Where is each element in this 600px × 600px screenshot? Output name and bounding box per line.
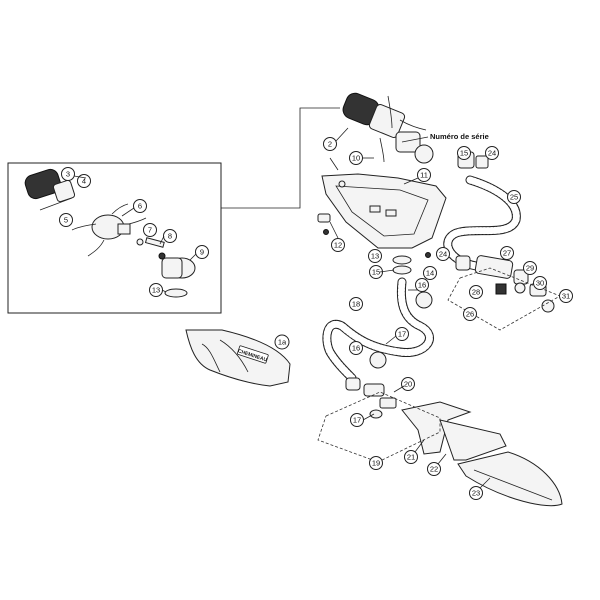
svg-text:15: 15 xyxy=(460,149,468,158)
svg-text:26: 26 xyxy=(466,310,474,319)
svg-text:6: 6 xyxy=(138,202,142,211)
svg-text:1a: 1a xyxy=(278,338,287,347)
svg-text:23: 23 xyxy=(472,489,480,498)
center-hose xyxy=(322,277,434,419)
svg-text:10: 10 xyxy=(352,154,360,163)
svg-text:30: 30 xyxy=(536,279,544,288)
svg-text:15: 15 xyxy=(372,268,380,277)
callout-12: 12 xyxy=(331,238,345,252)
svg-text:17: 17 xyxy=(398,330,406,339)
svg-text:14: 14 xyxy=(426,269,434,278)
callout-2: 2 xyxy=(323,137,337,151)
leader-lines xyxy=(73,127,491,489)
callout-17: 17 xyxy=(350,413,364,427)
svg-text:12: 12 xyxy=(334,241,342,250)
svg-text:29: 29 xyxy=(526,264,534,273)
callout-8: 8 xyxy=(163,229,177,243)
inset-detail-box xyxy=(7,107,340,314)
callout-22: 22 xyxy=(427,462,441,476)
svg-text:2: 2 xyxy=(328,140,332,149)
bottom-foot-assembly xyxy=(401,401,563,507)
right-hose-assembly xyxy=(443,151,555,313)
callout-18: 18 xyxy=(349,297,363,311)
svg-text:5: 5 xyxy=(64,216,68,225)
callout-4: 4 xyxy=(77,174,91,188)
callout-3: 3 xyxy=(61,167,75,181)
callout-13-inset: 13 xyxy=(149,283,163,297)
main-hose-cuff xyxy=(342,92,434,164)
svg-text:21: 21 xyxy=(407,453,415,462)
inset-hose-cuff xyxy=(24,168,76,211)
callout-9: 9 xyxy=(195,245,209,259)
svg-text:16: 16 xyxy=(352,344,360,353)
callout-5: 5 xyxy=(59,213,73,227)
svg-text:11: 11 xyxy=(420,171,428,180)
callout-13: 13 xyxy=(368,249,382,263)
callout-23: 23 xyxy=(469,486,483,500)
callout-29: 29 xyxy=(523,261,537,275)
inset-pin-parts xyxy=(136,237,166,260)
callout-6: 6 xyxy=(133,199,147,213)
callout-17-top: 17 xyxy=(395,327,409,341)
callout-21: 21 xyxy=(404,450,418,464)
svg-text:4: 4 xyxy=(82,177,86,186)
fin-part-1a: CHEMINEAU xyxy=(185,329,291,387)
bracket-19 xyxy=(317,391,441,463)
callout-7: 7 xyxy=(143,223,157,237)
callout-11: 11 xyxy=(417,168,431,182)
svg-text:24: 24 xyxy=(488,149,496,158)
svg-text:7: 7 xyxy=(148,226,152,235)
svg-text:28: 28 xyxy=(472,288,480,297)
svg-text:9: 9 xyxy=(200,248,204,257)
callout-19: 19 xyxy=(369,456,383,470)
svg-text:25: 25 xyxy=(510,193,518,202)
callout-30: 30 xyxy=(533,276,547,290)
callout-27: 27 xyxy=(500,246,514,260)
inset-elbow xyxy=(161,257,196,298)
callout-20: 20 xyxy=(401,377,415,391)
svg-text:13: 13 xyxy=(371,252,379,261)
callout-24-top: 24 xyxy=(485,146,499,160)
callout-26: 26 xyxy=(463,307,477,321)
screw-parts xyxy=(317,157,431,275)
callout-31: 31 xyxy=(559,289,573,303)
callout-25: 25 xyxy=(507,190,521,204)
svg-text:13: 13 xyxy=(152,286,160,295)
svg-text:19: 19 xyxy=(372,459,380,468)
main-body-chassis xyxy=(321,173,447,249)
svg-text:27: 27 xyxy=(503,249,511,258)
svg-text:18: 18 xyxy=(352,300,360,309)
serial-number-label: Numéro de série xyxy=(430,132,489,141)
bracket-26 xyxy=(447,267,561,331)
svg-text:22: 22 xyxy=(430,465,438,474)
callout-24: 24 xyxy=(436,247,450,261)
svg-text:8: 8 xyxy=(168,232,172,241)
svg-text:3: 3 xyxy=(66,170,70,179)
callout-10: 10 xyxy=(349,151,363,165)
callout-14: 14 xyxy=(423,266,437,280)
callout-16: 16 xyxy=(349,341,363,355)
svg-text:31: 31 xyxy=(562,292,570,301)
callout-28: 28 xyxy=(469,285,483,299)
callout-16-top: 16 xyxy=(415,278,429,292)
svg-text:17: 17 xyxy=(353,416,361,425)
svg-text:24: 24 xyxy=(439,250,447,259)
svg-text:16: 16 xyxy=(418,281,426,290)
callout-15-top: 15 xyxy=(457,146,471,160)
callout-1a: 1a xyxy=(274,334,290,350)
inset-swivel-body xyxy=(71,203,147,257)
svg-text:20: 20 xyxy=(404,380,412,389)
